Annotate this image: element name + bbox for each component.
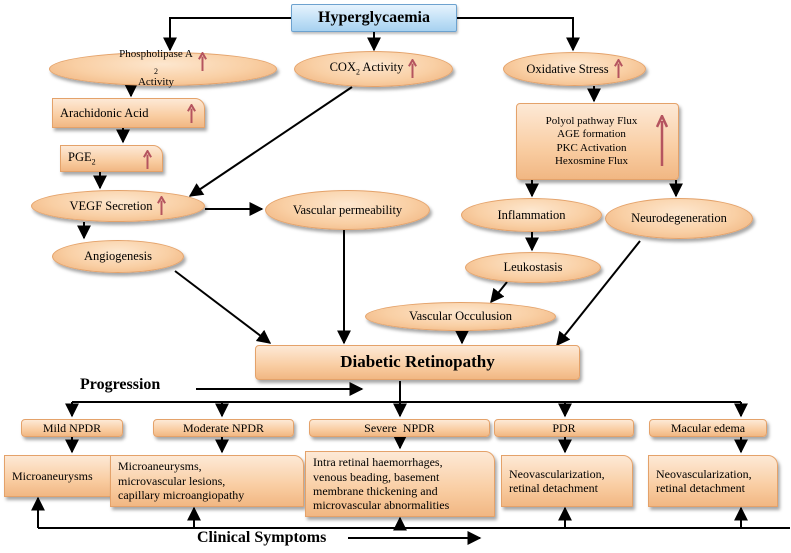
clinical-symptoms-label: Clinical Symptoms — [197, 529, 327, 546]
arachidonic-acid-node: Arachidonic Acid — [52, 98, 205, 128]
oxidative-stress-node: Oxidative Stress — [503, 52, 646, 86]
oxidative-effect-item: Polyol pathway Flux — [545, 115, 638, 128]
symptom-list: Neovascularization, retinal detachment — [509, 467, 605, 496]
up-arrow-icon — [143, 150, 152, 169]
symptom-box-severe: Intra retinal haemorrhages, venous beadi… — [305, 451, 495, 517]
stage-label: Mild NPDR — [42, 420, 102, 435]
vascular-occlusion-label: Vascular Occulusion — [408, 309, 513, 323]
stage-pdr: PDR — [494, 419, 634, 437]
phospholipase-sub: 2 — [154, 66, 158, 76]
vascular-permeability-label: Vascular permeability — [292, 202, 403, 217]
up-arrow-icon — [408, 59, 418, 78]
connector-leukostasis-occlusion — [490, 281, 508, 304]
oxidative-effect-item: PKC Activation — [556, 141, 627, 154]
leukostasis-node: Leukostasis — [465, 252, 601, 283]
symptom-text: Microaneurysms, — [118, 459, 202, 474]
up-arrow-icon — [656, 115, 668, 166]
symptom-box-moderate: Microaneurysms, microvascular lesions, c… — [110, 455, 304, 507]
symptom-text: retinal detachment — [656, 481, 745, 495]
symptom-text: retinal detachment — [509, 481, 598, 495]
up-arrow-icon — [197, 52, 207, 71]
symptom-text: microvascular lesions, — [118, 473, 226, 488]
hyperglycaemia-box: Hyperglycaemia — [291, 4, 457, 32]
connector-angiogenesis-dr — [174, 270, 272, 344]
symptom-box-macular: Neovascularization, retinal detachment — [648, 455, 778, 507]
vegf-secretion-label: VEGF Secretion — [69, 198, 153, 213]
stage-label: PDR — [552, 420, 576, 435]
vegf-secretion-node: VEGF Secretion — [31, 190, 205, 222]
connector-top-left — [163, 17, 291, 52]
angiogenesis-node: Angiogenesis — [52, 240, 184, 273]
symptom-text: Neovascularization, — [509, 466, 605, 481]
pge2-label: PGE2 — [68, 149, 96, 167]
diabetic-retinopathy-label: Diabetic Retinopathy — [340, 352, 495, 372]
phospholipase-line2: Activity — [137, 76, 175, 89]
stage-macular-edema: Macular edema — [649, 419, 767, 437]
oxidative-effect-item: AGE formation — [557, 128, 626, 141]
connector-top-right — [457, 17, 580, 52]
symptom-box-pdr: Neovascularization, retinal detachment — [501, 455, 633, 507]
symptom-list: Microaneurysms, microvascular lesions, c… — [118, 459, 244, 502]
inflammation-label: Inflammation — [497, 207, 566, 222]
connector-neuro-dr — [556, 240, 641, 347]
symptom-text: microvascular abnormalities — [313, 498, 450, 513]
phospholipase-line1: Phospholipase A — [119, 48, 193, 61]
symptom-text: Neovascularization, — [656, 466, 752, 481]
stage-moderate-npdr: Moderate NPDR — [153, 419, 294, 437]
oxidative-effects-node: Polyol pathway Flux AGE formation PKC Ac… — [516, 103, 679, 180]
symptom-text: Microaneurysms — [12, 468, 93, 483]
up-arrow-icon — [613, 59, 623, 78]
up-arrow-icon — [187, 104, 196, 123]
diabetic-retinopathy-box: Diabetic Retinopathy — [255, 345, 580, 380]
oxidative-stress-label: Oxidative Stress — [526, 61, 609, 76]
vascular-occlusion-node: Vascular Occulusion — [365, 302, 556, 331]
hyperglycaemia-label: Hyperglycaemia — [318, 9, 430, 27]
symptom-text: capillary microangiopathy — [118, 488, 245, 503]
oxidative-effect-item: Hexosmine Flux — [554, 154, 628, 167]
stage-severe-npdr: Severe NPDR — [309, 419, 490, 437]
inflammation-node: Inflammation — [461, 198, 602, 232]
up-arrow-icon — [157, 196, 167, 215]
symptom-list: Neovascularization, retinal detachment — [656, 467, 752, 496]
arachidonic-acid-label: Arachidonic Acid — [60, 105, 149, 120]
stage-label: Severe NPDR — [364, 420, 435, 435]
angiogenesis-label: Angiogenesis — [83, 249, 153, 263]
progression-label: Progression — [80, 376, 161, 393]
cox-activity-node: COX2 Activity — [294, 51, 453, 87]
stage-mild-npdr: Mild NPDR — [21, 419, 123, 437]
neurodegeneration-label: Neurodegeneration — [631, 211, 727, 225]
stage-label: Moderate NPDR — [183, 420, 264, 435]
symptom-text: venous beading, basement — [313, 469, 440, 484]
symptom-list: Intra retinal haemorrhages, venous beadi… — [313, 455, 449, 513]
pge2-node: PGE2 — [60, 145, 163, 172]
symptom-text: membrane thickening and — [313, 484, 438, 498]
stage-label: Macular edema — [670, 420, 746, 435]
cox-activity-label: COX2 Activity — [329, 60, 404, 77]
vascular-permeability-node: Vascular permeability — [265, 190, 430, 230]
connector-cox-vegf — [188, 86, 353, 197]
phospholipase-text: Phospholipase A 2 Activity — [119, 48, 193, 89]
leukostasis-label: Leukostasis — [503, 260, 563, 274]
phospholipase-node: Phospholipase A 2 Activity — [49, 48, 277, 88]
neurodegeneration-node: Neurodegeneration — [605, 198, 753, 239]
oxidative-effects-list: Polyol pathway Flux AGE formation PKC Ac… — [546, 115, 638, 168]
symptom-text: Intra retinal haemorrhages, — [313, 455, 443, 470]
